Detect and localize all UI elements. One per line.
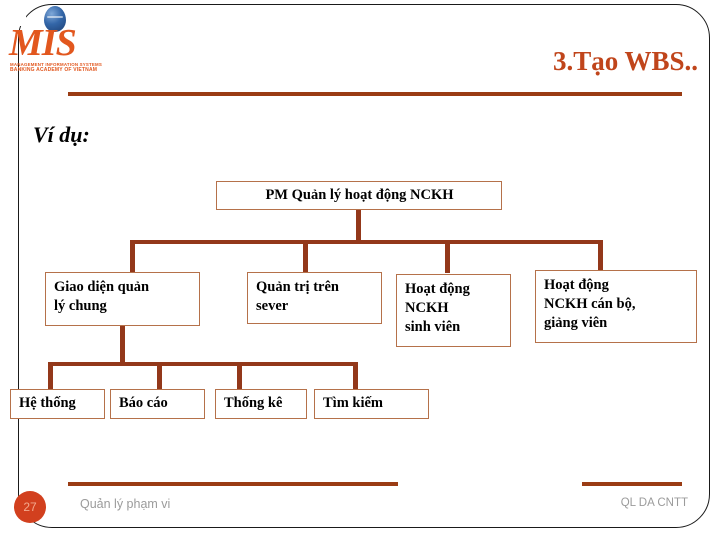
wbs-node-level2-3-label: Thống kê — [224, 395, 283, 411]
wbs-node-level1-4-line2: NCKH cán bộ, — [544, 296, 636, 312]
connector-level1-bus — [130, 240, 602, 244]
wbs-node-level2-1: Hệ thống — [10, 389, 105, 419]
wbs-node-level2-4-label: Tìm kiếm — [323, 395, 384, 411]
page-number-badge: 27 — [14, 491, 46, 523]
wbs-node-level1-1-line1: Giao diện quản — [54, 279, 150, 295]
wbs-node-level1-2: Quản trị trên sever — [247, 272, 382, 324]
connector-root-drop — [356, 210, 361, 243]
footer-left-text: Quản lý phạm vi — [80, 497, 171, 511]
connector-level1-drop-2 — [303, 240, 308, 273]
connector-level2-drop-1 — [48, 362, 53, 390]
wbs-node-level1-3-line1: Hoạt động — [405, 281, 470, 297]
footer-right-text: QL DA CNTT — [620, 497, 688, 509]
wbs-node-root-label: PM Quản lý hoạt động NCKH — [265, 187, 454, 203]
wbs-node-level1-3-line2: NCKH — [405, 300, 449, 316]
connector-level1-drop-1 — [130, 240, 135, 273]
wbs-node-level2-2-label: Báo cáo — [119, 395, 168, 411]
frame-corner-mask — [0, 0, 26, 26]
logo-subtitle-line1: MANAGEMENT INFORMATION SYSTEMS — [10, 62, 103, 67]
wbs-node-level2-3: Thống kê — [215, 389, 307, 419]
wbs-node-level2-4: Tìm kiếm — [314, 389, 429, 419]
globe-icon — [44, 6, 66, 32]
logo-subtitle-line2: BANKING ACADEMY OF VIETNAM — [10, 67, 98, 73]
connector-level2-drop-2 — [157, 362, 162, 390]
slide-title: 3.Tạo WBS.. — [552, 46, 698, 76]
wbs-node-level1-3: Hoạt động NCKH sinh viên — [396, 274, 511, 347]
wbs-node-level1-4-line1: Hoạt động — [544, 277, 609, 293]
connector-level2-drop — [120, 326, 125, 365]
wbs-node-level1-1-line2: lý chung — [54, 298, 107, 314]
logo-wordmark: MIS — [9, 22, 77, 64]
wbs-node-root: PM Quản lý hoạt động NCKH — [216, 181, 502, 210]
mis-logo: MIS MANAGEMENT INFORMATION SYSTEMS BANKI… — [6, 4, 110, 82]
wbs-node-level1-4: Hoạt động NCKH cán bộ, giảng viên — [535, 270, 697, 343]
wbs-node-level1-3-line3: sinh viên — [405, 319, 461, 335]
wbs-node-level2-2: Báo cáo — [110, 389, 205, 419]
slide-frame-border — [18, 4, 710, 528]
connector-level2-drop-4 — [353, 362, 358, 390]
connector-level1-drop-3 — [445, 240, 450, 273]
footer-rule-left — [68, 482, 398, 486]
wbs-node-level1-2-line2: sever — [256, 298, 289, 314]
connector-level2-bus — [48, 362, 358, 366]
wbs-node-level1-4-line3: giảng viên — [544, 315, 608, 331]
wbs-node-level1-1: Giao diện quản lý chung — [45, 272, 200, 326]
connector-level1-drop-4 — [598, 240, 603, 273]
footer-rule-right — [582, 482, 682, 486]
connector-level2-drop-3 — [237, 362, 242, 390]
wbs-node-level1-2-line1: Quản trị trên — [256, 279, 339, 295]
wbs-node-level2-1-label: Hệ thống — [19, 395, 76, 411]
title-underline-rule — [68, 92, 682, 96]
example-label: Ví dụ: — [33, 122, 90, 147]
